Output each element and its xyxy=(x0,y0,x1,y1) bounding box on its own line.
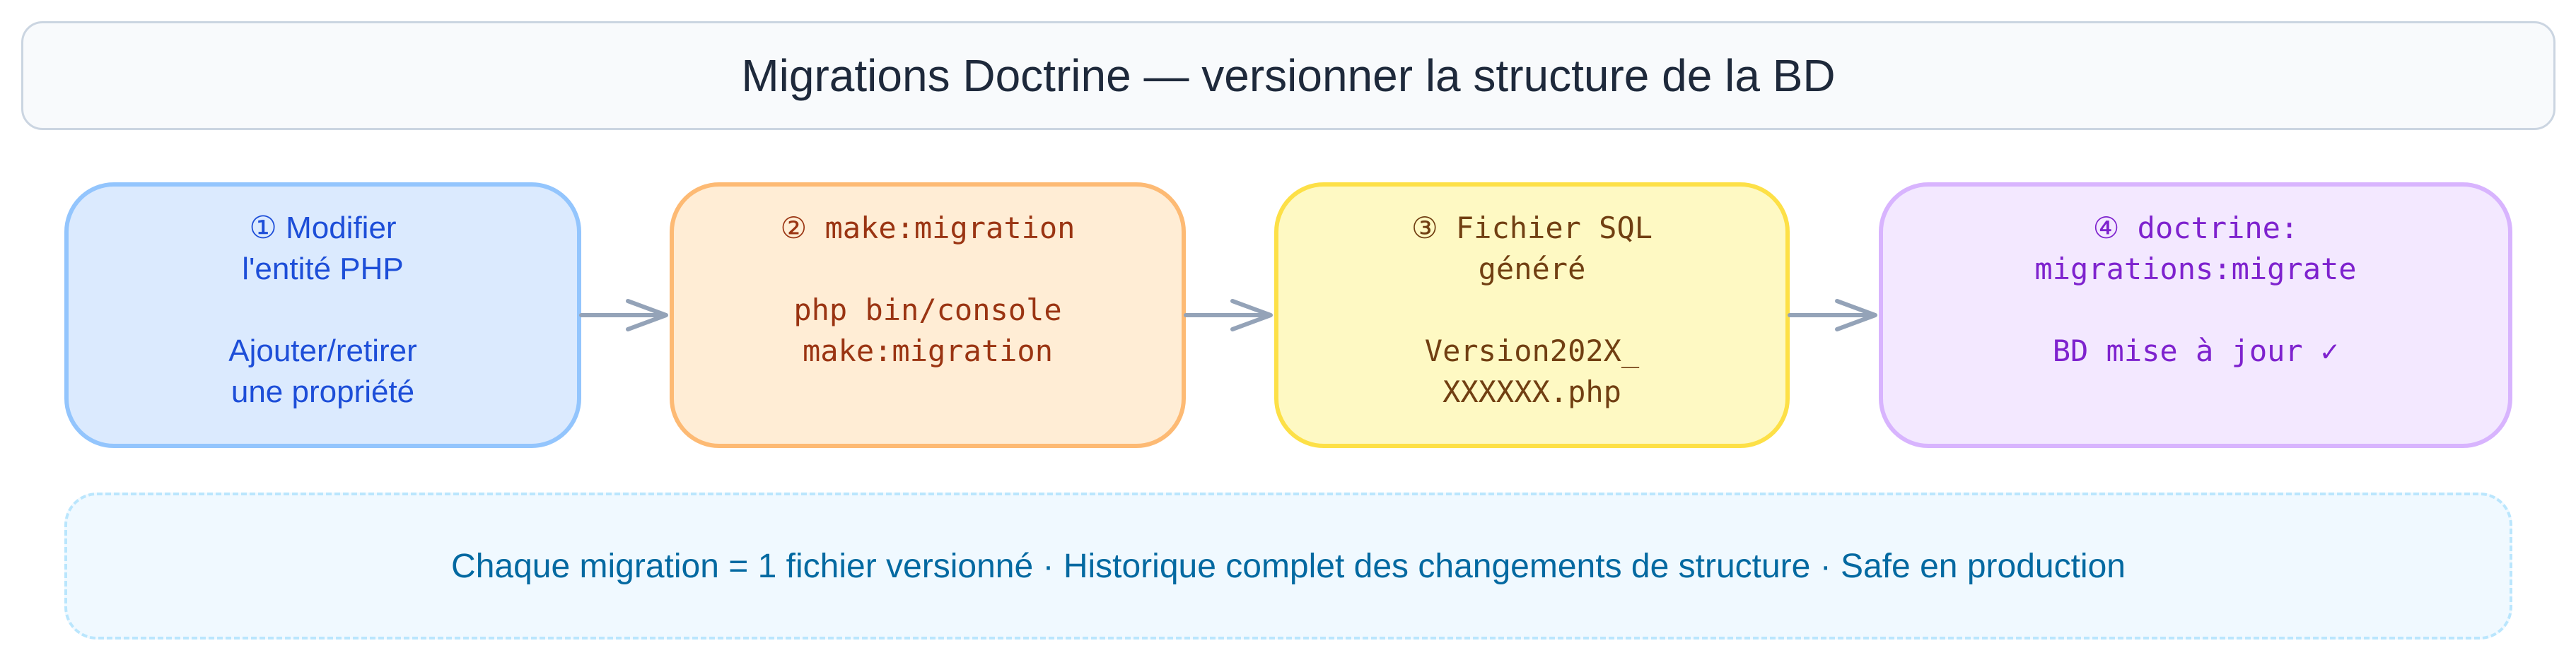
step-heading-line: l'entité PHP xyxy=(242,252,404,286)
step-detail-line: BD mise à jour ✓ xyxy=(2052,334,2339,368)
step-modify-entity: ① Modifier l'entité PHP Ajouter/retirer … xyxy=(64,182,581,448)
step-detail-line: une propriété xyxy=(231,375,415,409)
arrow-1-to-2-icon xyxy=(579,299,668,331)
step-detail-line: XXXXXX.php xyxy=(1443,375,1621,409)
summary-note: Chaque migration = 1 fichier versionné ·… xyxy=(451,547,2126,585)
step-detail-line: make:migration xyxy=(802,334,1053,368)
step-detail-line: Version202X_ xyxy=(1424,334,1640,368)
step-sql-file-generated: ③ Fichier SQL généré Version202X_ XXXXXX… xyxy=(1274,182,1790,448)
step-heading-line: migrations:migrate xyxy=(2034,252,2357,286)
diagram-title: Migrations Doctrine — versionner la stru… xyxy=(741,50,1836,101)
step-heading-line: ② make:migration xyxy=(780,211,1076,245)
step-migrations-migrate: ④ doctrine: migrations:migrate BD mise à… xyxy=(1879,182,2512,448)
step-make-migration: ② make:migration php bin/console make:mi… xyxy=(670,182,1186,448)
arrow-3-to-4-icon xyxy=(1788,299,1877,331)
step-heading-line: ④ doctrine: xyxy=(2092,211,2299,245)
step-detail-line: php bin/console xyxy=(793,293,1062,327)
summary-note-box: Chaque migration = 1 fichier versionné ·… xyxy=(64,493,2512,640)
title-box: Migrations Doctrine — versionner la stru… xyxy=(21,21,2555,130)
step-detail-line: Ajouter/retirer xyxy=(228,334,417,368)
step-heading-line: ③ Fichier SQL xyxy=(1411,211,1653,245)
arrow-2-to-3-icon xyxy=(1184,299,1273,331)
step-heading-line: ① Modifier xyxy=(249,211,397,245)
step-heading-line: généré xyxy=(1478,252,1586,286)
